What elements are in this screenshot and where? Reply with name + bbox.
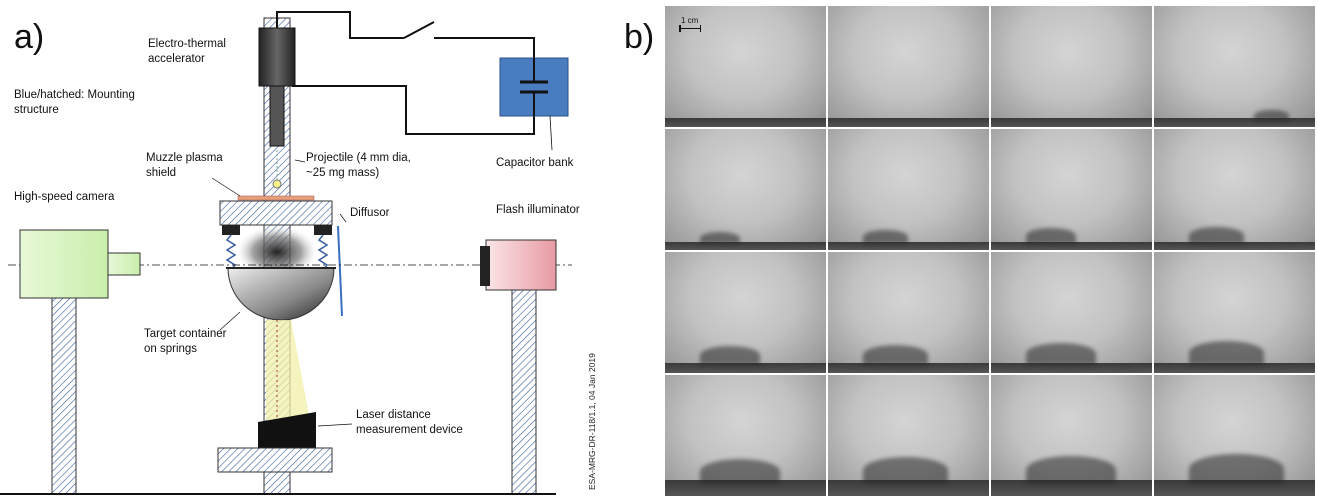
surface-band xyxy=(991,363,1152,373)
surface-band xyxy=(665,242,826,250)
video-frame xyxy=(665,129,826,250)
video-frame xyxy=(1154,129,1315,250)
label-target-2: on springs xyxy=(144,343,197,355)
video-frame xyxy=(991,129,1152,250)
laser-distance-device xyxy=(258,412,316,448)
panel-a-label: a) xyxy=(14,18,44,56)
projectile xyxy=(272,179,282,189)
surface-band xyxy=(828,363,989,373)
legend-line-1: Blue/hatched: Mounting xyxy=(14,89,135,101)
flash-stand xyxy=(511,289,537,495)
flash-illuminator xyxy=(485,239,557,291)
label-muzzle-2: shield xyxy=(146,167,176,179)
target-leader xyxy=(219,311,241,331)
label-accelerator-2: accelerator xyxy=(148,53,205,65)
spring-left xyxy=(225,234,237,271)
surface-band xyxy=(828,242,989,250)
surface-band xyxy=(665,363,826,373)
spring-right xyxy=(317,234,329,271)
document-stamp: ESA-MRG-DR-118/1.1, 04 Jan 2019 xyxy=(587,353,597,490)
surface-band xyxy=(1154,363,1315,373)
flash-front xyxy=(480,246,490,286)
label-accelerator-1: Electro-thermal xyxy=(148,38,226,50)
surface-band xyxy=(991,242,1152,250)
capacitor-leader-line xyxy=(549,115,553,151)
scale-bar xyxy=(679,25,701,32)
camera-lens xyxy=(107,252,141,276)
ejecta-plume xyxy=(1189,226,1244,244)
video-frame xyxy=(665,252,826,373)
surface-band xyxy=(665,480,826,496)
surface-band xyxy=(665,118,826,127)
laser-beam xyxy=(266,320,310,420)
video-frame xyxy=(828,375,989,496)
ejecta-plume xyxy=(1189,454,1284,484)
surface-band xyxy=(1154,480,1315,496)
ejecta-plume xyxy=(1026,343,1096,365)
diffusor-leader xyxy=(339,213,347,223)
video-frame xyxy=(665,375,826,496)
surface-band xyxy=(1154,242,1315,250)
video-frame xyxy=(1154,375,1315,496)
muzzle-leader xyxy=(211,177,241,197)
video-frame xyxy=(828,129,989,250)
circuit-wire-top xyxy=(276,11,404,39)
legend-line-2: structure xyxy=(14,104,59,116)
panel-b-label: b) xyxy=(624,18,654,56)
ejecta-plume xyxy=(863,344,928,365)
video-frame xyxy=(991,375,1152,496)
surface-band xyxy=(828,118,989,127)
circuit-wire-right xyxy=(434,37,535,58)
video-frame: 1 cm xyxy=(665,6,826,127)
video-frame xyxy=(1154,6,1315,127)
projectile-leader xyxy=(294,159,306,163)
video-frame xyxy=(1154,252,1315,373)
circuit-wire-bottom xyxy=(292,85,535,135)
video-frame xyxy=(991,252,1152,373)
label-camera: High-speed camera xyxy=(14,191,115,203)
surface-band xyxy=(828,480,989,496)
lower-base-plate xyxy=(217,447,333,473)
electro-thermal-accelerator xyxy=(258,27,296,87)
ejecta-plume xyxy=(863,230,908,244)
accelerator-barrel xyxy=(269,85,285,147)
upper-mount-plate xyxy=(219,200,333,226)
surface-band xyxy=(1154,118,1315,127)
switch xyxy=(403,21,435,39)
spring-bracket-right xyxy=(314,225,332,235)
surface-band xyxy=(991,118,1152,127)
ejecta-plume xyxy=(1026,455,1116,484)
diffusor xyxy=(337,225,343,317)
ejecta-plume xyxy=(700,231,740,244)
ejecta-plume xyxy=(1254,110,1289,121)
video-frame xyxy=(828,6,989,127)
ejecta-plume xyxy=(700,458,780,484)
muzzle-plasma-shield xyxy=(237,195,315,201)
label-diffusor: Diffusor xyxy=(350,207,390,219)
ejecta-plume xyxy=(1189,341,1264,365)
label-muzzle-1: Muzzle plasma xyxy=(146,152,223,164)
label-projectile-1: Projectile (4 mm dia, xyxy=(306,152,411,164)
target-container xyxy=(227,267,335,321)
spring-bracket-left xyxy=(222,225,240,235)
scale-bar-label: 1 cm xyxy=(681,16,699,25)
laser-leader xyxy=(317,423,353,427)
camera-stand xyxy=(51,297,77,495)
setup-diagram: a) Blue/hatched: Mounting structure xyxy=(0,11,654,495)
surface-band xyxy=(991,480,1152,496)
high-speed-frame-grid: 1 cm xyxy=(665,6,1315,496)
ejecta-plume xyxy=(863,457,948,484)
ejecta-plume xyxy=(1026,228,1076,244)
label-laser-1: Laser distance xyxy=(356,409,431,421)
video-frame xyxy=(828,252,989,373)
label-flash: Flash illuminator xyxy=(496,204,580,216)
label-capacitor: Capacitor bank xyxy=(496,157,574,169)
ejecta-plume xyxy=(700,346,760,365)
video-frame xyxy=(991,6,1152,127)
high-speed-camera xyxy=(19,229,109,299)
label-projectile-2: ~25 mg mass) xyxy=(306,167,379,179)
label-laser-2: measurement device xyxy=(356,424,463,436)
label-target-1: Target container xyxy=(144,328,227,340)
